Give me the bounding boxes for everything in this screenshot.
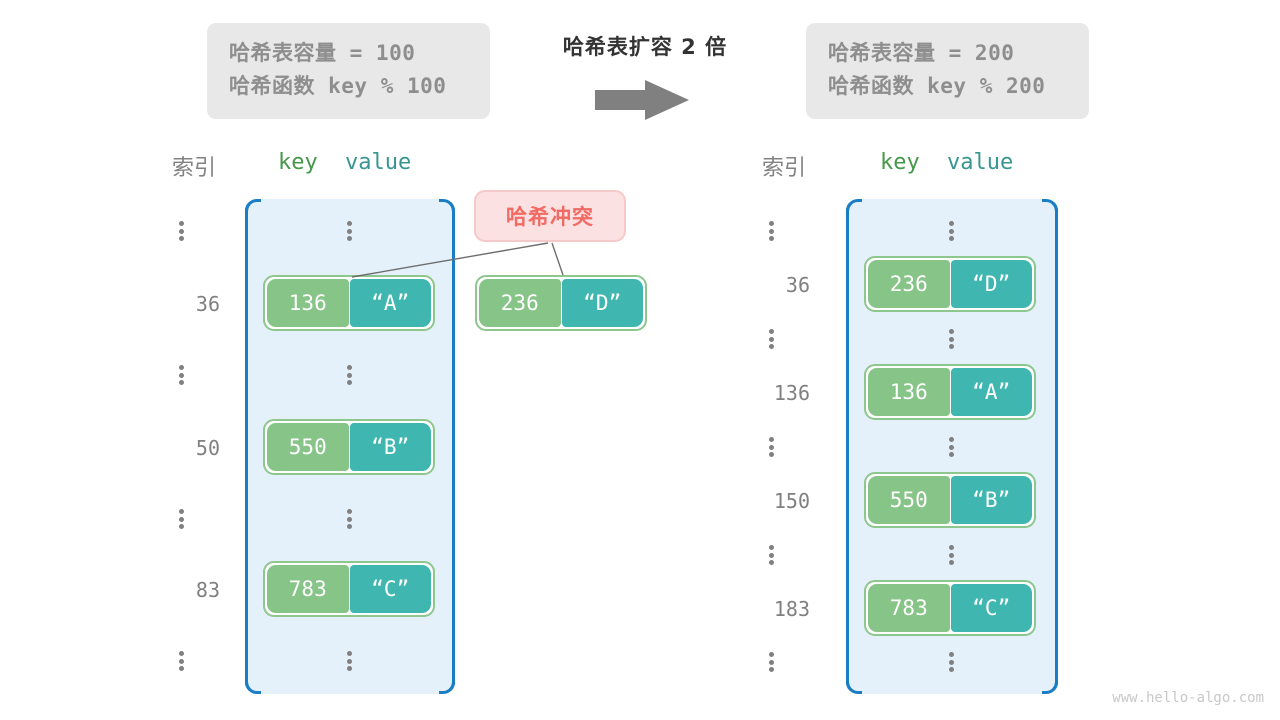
corner-decoration	[1042, 199, 1058, 215]
corner-decoration	[439, 199, 455, 215]
corner-decoration	[1042, 678, 1058, 694]
left-header-value: value	[345, 150, 412, 175]
key-cell: 783	[868, 584, 950, 632]
value-cell: “B”	[349, 423, 431, 471]
corner-decoration	[846, 199, 862, 215]
right-arrow-icon	[595, 80, 689, 120]
right-header-key: key	[880, 150, 920, 175]
bucket-ellipsis-icon	[346, 365, 352, 385]
bucket-ellipsis-icon	[948, 652, 954, 672]
key-cell: 550	[868, 476, 950, 524]
value-cell: “C”	[950, 584, 1032, 632]
index-ellipsis-icon	[178, 509, 184, 529]
corner-decoration	[846, 678, 862, 694]
left-header-key: key	[278, 150, 318, 175]
hash-function-line-before: 哈希函数 key % 100	[229, 73, 447, 98]
bucket-ellipsis-icon	[346, 509, 352, 529]
key-cell: 783	[267, 565, 349, 613]
key-value-pair: 236“D”	[864, 256, 1036, 312]
key-value-pair: 550“B”	[263, 419, 435, 475]
key-value-pair: 136“A”	[864, 364, 1036, 420]
key-value-pair: 783“C”	[263, 561, 435, 617]
value-cell: “B”	[950, 476, 1032, 524]
bucket-ellipsis-icon	[346, 221, 352, 241]
index-label: 36	[785, 273, 810, 297]
right-header-index: 索引	[762, 156, 807, 181]
index-ellipsis-icon	[178, 651, 184, 671]
key-value-pair: 550“B”	[864, 472, 1036, 528]
index-ellipsis-icon	[178, 365, 184, 385]
corner-decoration	[439, 678, 455, 694]
key-cell: 550	[267, 423, 349, 471]
bucket-ellipsis-icon	[346, 651, 352, 671]
value-cell: “A”	[950, 368, 1032, 416]
overflow-key-cell: 236	[479, 279, 561, 327]
bucket-ellipsis-icon	[948, 329, 954, 349]
hash-table-info-before: 哈希表容量 = 100 哈希函数 key % 100	[207, 23, 490, 119]
transform-title: 哈希表扩容 2 倍	[562, 35, 728, 59]
index-label: 150	[773, 489, 810, 513]
left-header-index: 索引	[172, 156, 217, 181]
index-label: 36	[195, 292, 220, 316]
index-ellipsis-icon	[178, 221, 184, 241]
right-header-value: value	[947, 150, 1014, 175]
hash-table-info-after: 哈希表容量 = 200 哈希函数 key % 200	[806, 23, 1089, 119]
bucket-ellipsis-icon	[948, 545, 954, 565]
index-label: 83	[195, 578, 220, 602]
key-cell: 236	[868, 260, 950, 308]
value-cell: “C”	[349, 565, 431, 613]
index-ellipsis-icon	[768, 221, 774, 241]
corner-decoration	[245, 678, 261, 694]
capacity-line-before: 哈希表容量 = 100	[229, 41, 416, 65]
capacity-line-after: 哈希表容量 = 200	[828, 41, 1015, 65]
index-ellipsis-icon	[768, 545, 774, 565]
index-ellipsis-icon	[768, 329, 774, 349]
bucket-ellipsis-icon	[948, 221, 954, 241]
index-ellipsis-icon	[768, 437, 774, 457]
index-ellipsis-icon	[768, 652, 774, 672]
key-cell: 136	[868, 368, 950, 416]
hash-collision-badge: 哈希冲突	[474, 190, 626, 242]
value-cell: “A”	[349, 279, 431, 327]
key-cell: 136	[267, 279, 349, 327]
index-label: 136	[773, 381, 810, 405]
bucket-ellipsis-icon	[948, 437, 954, 457]
hash-function-line-after: 哈希函数 key % 200	[828, 73, 1046, 98]
overflow-value-cell: “D”	[561, 279, 643, 327]
overflow-key-value-pair: 236 “D”	[475, 275, 647, 331]
key-value-pair: 136“A”	[263, 275, 435, 331]
index-label: 183	[773, 597, 810, 621]
corner-decoration	[245, 199, 261, 215]
watermark: www.hello-algo.com	[1112, 690, 1264, 706]
value-cell: “D”	[950, 260, 1032, 308]
index-label: 50	[195, 436, 220, 460]
key-value-pair: 783“C”	[864, 580, 1036, 636]
